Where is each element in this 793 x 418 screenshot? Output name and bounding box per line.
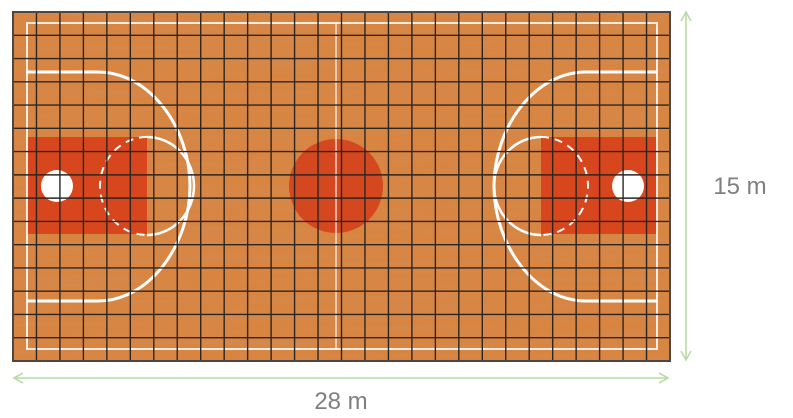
court-border (12, 11, 671, 362)
court (13, 12, 670, 361)
width-label: 28 m (314, 388, 367, 415)
right-free-throw-arc (492, 135, 542, 237)
right-basket (612, 170, 644, 202)
height-label: 15 m (713, 173, 766, 200)
left-three-point-line (27, 70, 192, 303)
left-free-throw-arc-dashed (99, 136, 148, 236)
left-basket (41, 170, 73, 202)
height-dimension: 15 m (680, 10, 767, 362)
grid-overlay (13, 12, 670, 361)
left-free-throw-arc (146, 135, 196, 237)
right-free-throw-arc-dashed (540, 136, 589, 236)
width-dimension: 28 m (12, 372, 670, 415)
